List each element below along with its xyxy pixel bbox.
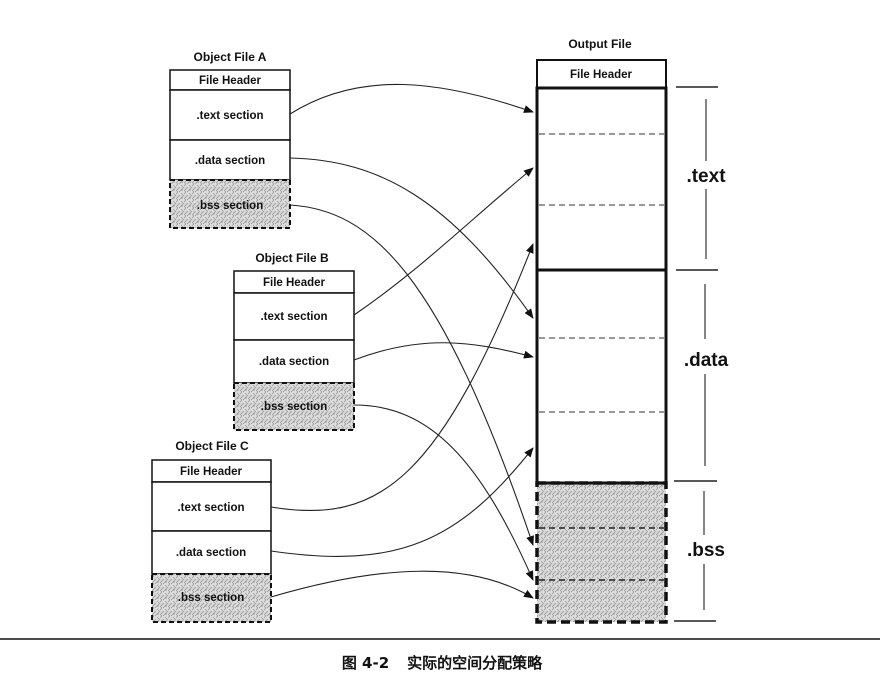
object-file-a: Object File A File Header .text section … xyxy=(169,50,291,229)
arrow-b-text-to-output-text xyxy=(353,167,534,316)
arrow-c-data-to-output-data xyxy=(270,447,534,557)
output-file-title: Output File xyxy=(568,37,632,51)
object-file-a-bss-label: .bss section xyxy=(197,200,263,212)
output-file-header-label: File Header xyxy=(570,69,633,81)
object-file-a-text-label: .text section xyxy=(196,110,263,122)
output-text-segment xyxy=(535,86,668,272)
output-data-label: .data xyxy=(684,350,729,371)
output-data-segment xyxy=(535,268,668,485)
object-file-a-title: Object File A xyxy=(194,50,267,64)
arrow-c-bss-to-output-bss xyxy=(270,570,534,599)
object-file-c-data-label: .data section xyxy=(176,547,246,559)
figure-caption-number: 图 4-2 xyxy=(341,654,390,672)
figure-caption: 图 4-2 实际的空间分配策略 xyxy=(0,652,884,673)
arrow-b-bss-to-output-bss xyxy=(353,404,534,581)
mapping-arrows xyxy=(270,83,534,599)
object-file-a-header-label: File Header xyxy=(199,75,262,87)
object-file-b-title: Object File B xyxy=(255,251,329,265)
object-file-c-text-label: .text section xyxy=(177,502,244,514)
object-file-a-text-section xyxy=(169,89,291,141)
object-file-c-data-section xyxy=(151,530,272,575)
object-file-c-bss-section xyxy=(151,573,272,623)
object-file-c: Object File C File Header .text section … xyxy=(151,439,272,623)
output-text-label: .text xyxy=(686,166,726,187)
output-bss-label: .bss xyxy=(687,540,725,561)
object-file-c-title: Object File C xyxy=(175,439,249,453)
object-file-c-text-section xyxy=(151,481,272,532)
arrow-c-text-to-output-text xyxy=(270,243,534,512)
arrow-a-bss-to-output-bss xyxy=(289,204,534,546)
arrow-b-data-to-output-data xyxy=(353,342,534,361)
object-file-a-data-label: .data section xyxy=(195,155,265,167)
object-file-c-header-label: File Header xyxy=(180,466,243,478)
object-file-a-data-section xyxy=(169,139,291,181)
output-bss-segment xyxy=(535,481,668,624)
object-file-b-bss-label: .bss section xyxy=(261,401,327,413)
object-file-b-header-label: File Header xyxy=(263,277,326,289)
object-file-b: Object File B File Header .text section … xyxy=(233,251,355,431)
arrow-a-text-to-output-text xyxy=(289,83,534,115)
figure-caption-text: 实际的空间分配策略 xyxy=(407,654,543,672)
object-file-b-data-label: .data section xyxy=(259,356,329,368)
object-file-b-text-section xyxy=(233,292,355,341)
segment-brackets: .text .data .bss xyxy=(674,86,729,622)
output-file: Output File File Header xyxy=(535,37,668,624)
arrow-a-data-to-output-data xyxy=(289,157,534,319)
object-file-a-bss-section xyxy=(169,179,291,229)
object-file-b-data-section xyxy=(233,339,355,384)
output-file-header-box xyxy=(536,59,667,89)
object-file-c-bss-label: .bss section xyxy=(178,592,244,604)
object-file-b-bss-section xyxy=(233,382,355,431)
object-file-b-text-label: .text section xyxy=(260,311,327,323)
